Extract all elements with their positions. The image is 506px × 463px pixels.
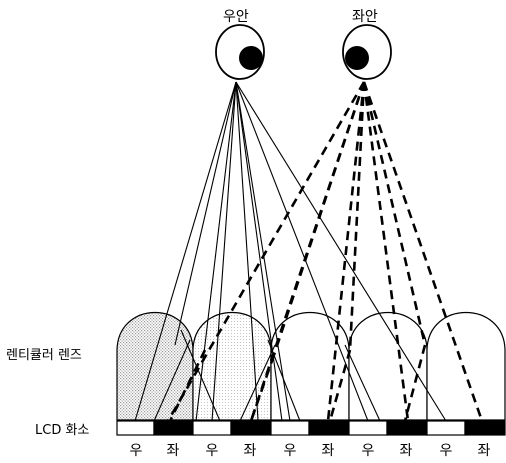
lens-5 <box>426 311 506 421</box>
pixel-right-2 <box>192 420 232 436</box>
right-refract <box>153 339 191 422</box>
left-ray <box>362 81 410 422</box>
lcd-label: LCD 화소 <box>35 423 90 438</box>
pixel-label: 우 <box>439 443 453 459</box>
pixel-right-5 <box>426 420 466 436</box>
pixel-label: 좌 <box>243 443 257 459</box>
pixel-label: 좌 <box>166 443 180 459</box>
left-eye-rays <box>166 81 484 422</box>
pixel-left-2 <box>230 420 272 436</box>
right-refract <box>344 344 381 422</box>
pixel-label: 우 <box>205 443 219 459</box>
right-ray <box>174 81 237 346</box>
right-ray <box>195 81 237 422</box>
lcd-pixel-strip <box>116 420 506 436</box>
right-ray <box>235 81 259 421</box>
left-ray <box>166 81 366 422</box>
right-refract <box>239 344 276 422</box>
right-ray <box>235 81 291 422</box>
left-ray <box>348 81 366 351</box>
right-ray <box>211 81 237 422</box>
lens-1 <box>116 311 194 421</box>
lenticular-lenses <box>116 311 506 421</box>
left-ray <box>272 81 366 356</box>
pixel-left-4 <box>386 420 428 436</box>
pixel-right-4 <box>348 420 388 436</box>
lens-4 <box>348 311 428 421</box>
pixel-label: 좌 <box>321 443 335 459</box>
lens-label: 렌티큘러 렌즈 <box>6 348 82 363</box>
pixel-left-3 <box>308 420 350 436</box>
pixel-right-1 <box>116 420 155 436</box>
lens-2 <box>192 311 272 421</box>
left-eye-pupil <box>345 46 369 70</box>
right-ray <box>235 81 447 422</box>
pixel-right-3 <box>270 420 310 436</box>
pixel-label: 우 <box>129 443 143 459</box>
left-refract <box>168 349 207 422</box>
left-ray <box>362 81 427 346</box>
right-eye <box>215 24 265 80</box>
pixel-label: 우 <box>283 443 297 459</box>
pixel-label: 우 <box>361 443 375 459</box>
right-eye-pupil <box>239 46 263 70</box>
left-refract <box>249 354 276 422</box>
pixel-left-5 <box>464 420 506 436</box>
left-eye <box>342 24 392 80</box>
right-ray <box>134 81 237 422</box>
pixel-label: 좌 <box>399 443 413 459</box>
pixel-left-1 <box>153 420 194 436</box>
right-eye-label: 우안 <box>223 9 249 25</box>
left-ray <box>326 81 366 422</box>
left-eye-label: 좌안 <box>352 9 378 25</box>
left-refract <box>328 349 352 422</box>
right-ray <box>235 81 283 422</box>
left-refract <box>403 344 427 422</box>
pixel-label: 좌 <box>477 443 491 459</box>
